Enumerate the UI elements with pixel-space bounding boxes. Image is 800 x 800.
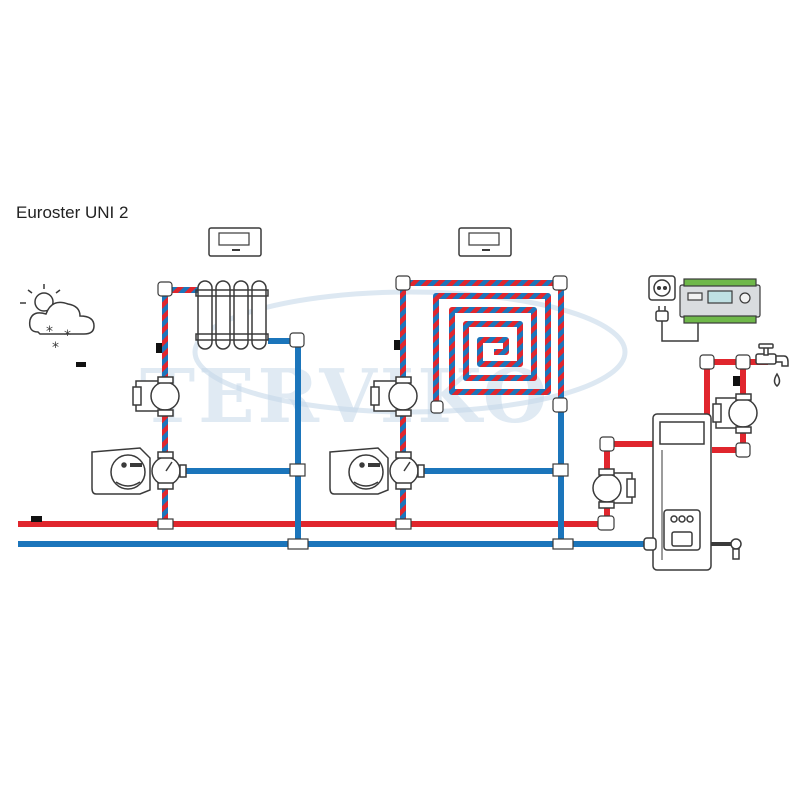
watermark: TERVIKO	[140, 289, 628, 440]
supply-temperature-sensor-2	[394, 340, 400, 350]
svg-text:*: *	[64, 328, 71, 344]
return-main-pipe	[18, 541, 658, 547]
dhw-temperature-sensor	[733, 376, 740, 386]
three-way-mixing-valve-2	[389, 451, 425, 490]
boiler-circulation-pump	[592, 468, 636, 509]
svg-text:*: *	[52, 340, 59, 356]
power-socket	[648, 275, 699, 342]
hot-water-tap	[755, 343, 789, 387]
supply-main-pipe	[18, 521, 610, 527]
three-way-mixing-valve-1	[151, 451, 187, 490]
weather-sensor-icon: * * *	[20, 284, 95, 356]
hot-water-pump	[712, 393, 758, 434]
room-thermostat-2	[458, 227, 512, 257]
valve-actuator-2	[329, 447, 389, 495]
watermark-text: TERVIKO	[140, 354, 550, 440]
svg-text:*: *	[46, 324, 53, 340]
outdoor-temperature-sensor	[76, 362, 86, 367]
circulation-pump-1	[132, 376, 180, 417]
underfloor-heating-loop	[433, 293, 551, 405]
boiler	[643, 413, 742, 571]
diagram-title: Euroster UNI 2	[16, 203, 129, 222]
euroster-uni2-controller	[679, 278, 761, 324]
radiator	[195, 280, 269, 350]
valve-actuator-1	[91, 447, 151, 495]
circulation-pump-2	[370, 376, 418, 417]
header-temperature-sensor	[31, 516, 42, 522]
supply-temperature-sensor	[156, 343, 162, 353]
room-thermostat-1	[208, 227, 262, 257]
